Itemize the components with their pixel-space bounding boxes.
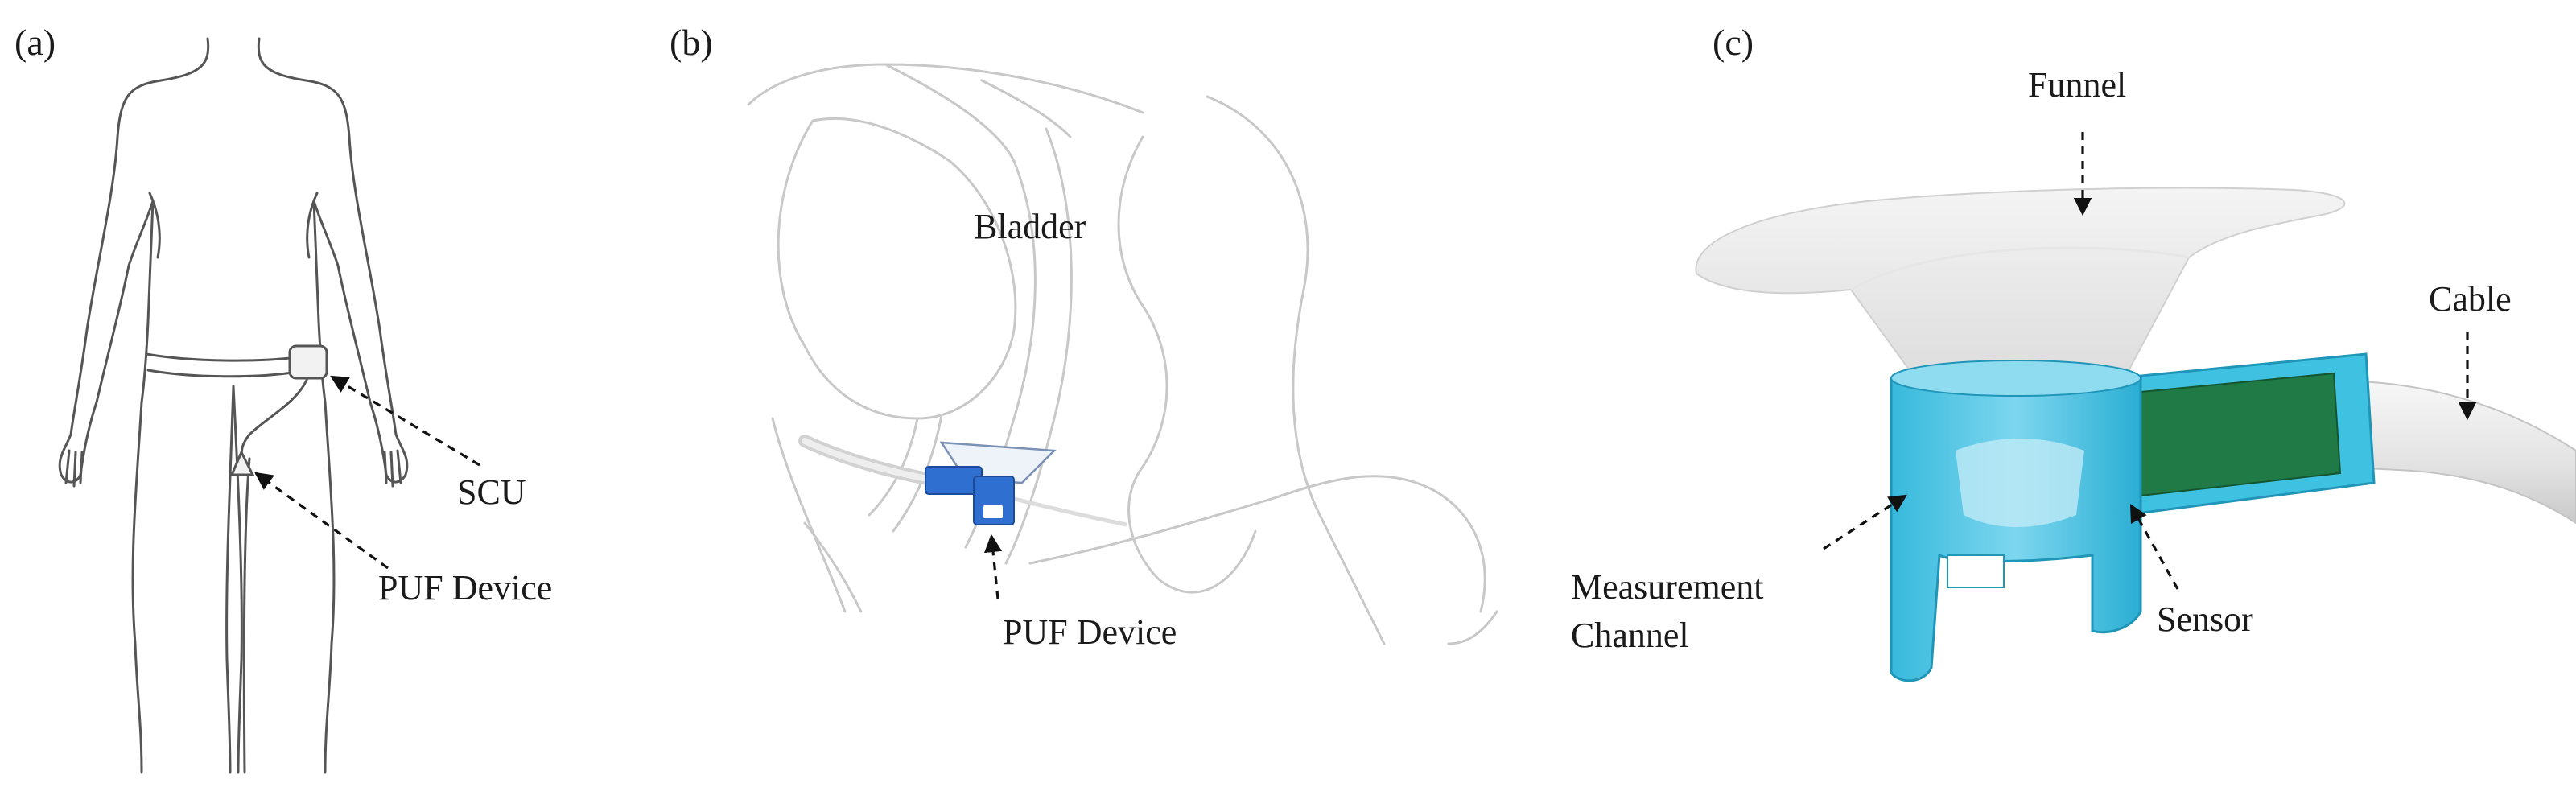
pelvic-anatomy — [747, 63, 1498, 645]
puf-device-small — [229, 449, 255, 476]
puf-label-b: PUF Device — [1003, 612, 1177, 652]
sensor-board — [2131, 372, 2342, 497]
tubing-line — [240, 377, 309, 774]
scu-unit — [288, 344, 328, 380]
funnel-label: Funnel — [2028, 65, 2126, 105]
puf-arrow-b — [983, 534, 1003, 599]
measurement-label-line1: Measurement — [1571, 567, 1763, 607]
puf-label-a: PUF Device — [378, 568, 552, 608]
panel-c: (c) Funnel Cable Measurement — [1571, 22, 2576, 682]
waist-belt — [145, 344, 328, 380]
panel-a-tag: (a) — [14, 22, 56, 63]
panel-b-tag: (b) — [670, 22, 713, 63]
cable-label: Cable — [2429, 279, 2512, 319]
puf-device-b — [925, 441, 1057, 525]
scu-label: SCU — [457, 472, 526, 512]
sensor-label: Sensor — [2157, 599, 2253, 639]
puf-arrow-a — [254, 472, 389, 570]
measurement-arrow — [1823, 494, 1907, 550]
panel-b: (b) Bladder — [670, 22, 1498, 652]
human-body-outline — [58, 37, 409, 774]
measurement-channel — [1890, 360, 2142, 682]
panel-c-tag: (c) — [1713, 22, 1754, 63]
measurement-label-line2: Channel — [1571, 616, 1689, 655]
panel-a: (a) SCU — [14, 22, 552, 774]
sensor-arrow — [2129, 504, 2179, 590]
scu-arrow — [330, 375, 480, 467]
bladder-label: Bladder — [974, 207, 1086, 246]
